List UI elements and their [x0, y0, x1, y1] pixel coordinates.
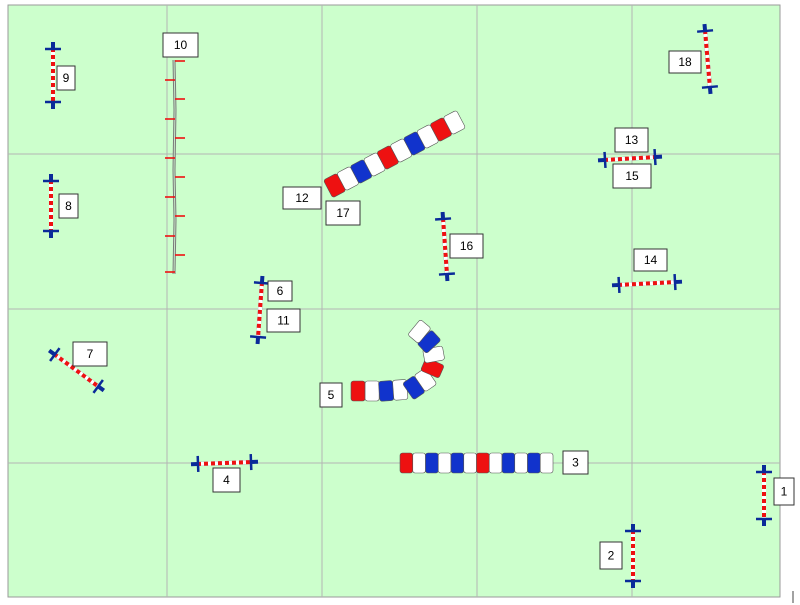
tunnel-segment — [364, 380, 380, 402]
label-2: 2 — [599, 541, 623, 570]
tunnel-12-17 — [323, 110, 466, 198]
jump-wing — [49, 347, 61, 362]
jump-wing — [253, 281, 270, 285]
label-5: 5 — [319, 382, 343, 408]
label-17-text: 17 — [336, 206, 350, 220]
jump-wing — [617, 276, 621, 294]
label-16-text: 16 — [460, 239, 474, 253]
tunnel-segment — [399, 452, 414, 474]
jump-wing — [673, 273, 677, 291]
jump-wing — [92, 379, 104, 394]
jump-wing — [250, 335, 267, 339]
label-9: 9 — [56, 65, 76, 91]
jump-18 — [697, 23, 718, 95]
label-15: 15 — [612, 163, 652, 189]
jump-wing — [701, 85, 718, 89]
tunnel-3 — [399, 452, 554, 474]
field-background — [7, 4, 781, 598]
tunnel-5 — [350, 320, 445, 402]
label-15-text: 15 — [625, 169, 639, 183]
jump-9 — [45, 42, 61, 109]
jump-7 — [47, 347, 106, 394]
label-12: 12 — [282, 186, 322, 210]
jump-wing — [438, 272, 455, 276]
tunnel-segment — [450, 452, 465, 474]
label-2-text: 2 — [608, 549, 615, 563]
label-17: 17 — [325, 200, 361, 226]
label-4: 4 — [212, 467, 241, 493]
jump-wing — [653, 148, 657, 166]
jump-13-15 — [597, 148, 663, 169]
tunnel-segment — [501, 452, 516, 474]
jump-wing — [249, 453, 253, 471]
jump-wing — [697, 29, 714, 33]
label-10-text: 10 — [174, 38, 188, 52]
label-7: 7 — [72, 341, 108, 367]
label-6: 6 — [267, 280, 293, 302]
label-7-text: 7 — [87, 347, 94, 361]
label-1-text: 1 — [781, 485, 788, 499]
label-6-text: 6 — [277, 284, 284, 298]
jump-6 — [250, 275, 270, 345]
label-11: 11 — [266, 308, 301, 333]
label-4-text: 4 — [223, 473, 230, 487]
obstacles — [43, 23, 772, 588]
jump-8 — [43, 174, 59, 238]
label-3-text: 3 — [572, 456, 579, 470]
tunnel-segment — [527, 452, 541, 474]
tunnel-segment — [437, 452, 452, 474]
tunnel-segment — [463, 452, 477, 474]
weave-poles-10 — [165, 59, 185, 275]
label-1: 1 — [773, 477, 795, 506]
jump-16 — [435, 211, 455, 282]
tunnel-segment — [408, 320, 431, 343]
jump-wing — [435, 217, 452, 221]
jump-1 — [756, 465, 772, 526]
label-14-text: 14 — [644, 253, 658, 267]
label-13-text: 13 — [625, 133, 639, 147]
tunnel-segment — [488, 452, 503, 474]
label-10: 10 — [162, 32, 199, 58]
label-13: 13 — [614, 127, 649, 153]
tunnel-segment — [350, 380, 366, 402]
label-8: 8 — [58, 193, 79, 219]
label-9-text: 9 — [63, 71, 70, 85]
tunnel-segment — [414, 368, 437, 392]
jump-wing — [196, 455, 200, 473]
tunnel-segment — [539, 452, 554, 474]
tunnel-segment — [443, 110, 466, 135]
label-8-text: 8 — [65, 199, 72, 213]
label-3: 3 — [562, 450, 589, 475]
jump-4 — [190, 453, 259, 473]
label-16: 16 — [449, 233, 484, 259]
label-5-text: 5 — [328, 388, 335, 402]
tunnel-segment — [514, 452, 528, 474]
tunnel-segment — [476, 452, 490, 474]
label-11-text: 11 — [277, 314, 290, 328]
tunnel-segment — [425, 452, 439, 474]
jump-2 — [625, 524, 641, 588]
label-14: 14 — [633, 248, 668, 272]
tunnel-segment — [378, 380, 395, 402]
label-18-text: 18 — [678, 55, 692, 69]
jump-wing — [603, 151, 607, 169]
label-12-text: 12 — [295, 191, 309, 205]
tunnel-segment — [412, 452, 426, 474]
label-18: 18 — [668, 50, 702, 74]
jump-14 — [611, 273, 683, 294]
